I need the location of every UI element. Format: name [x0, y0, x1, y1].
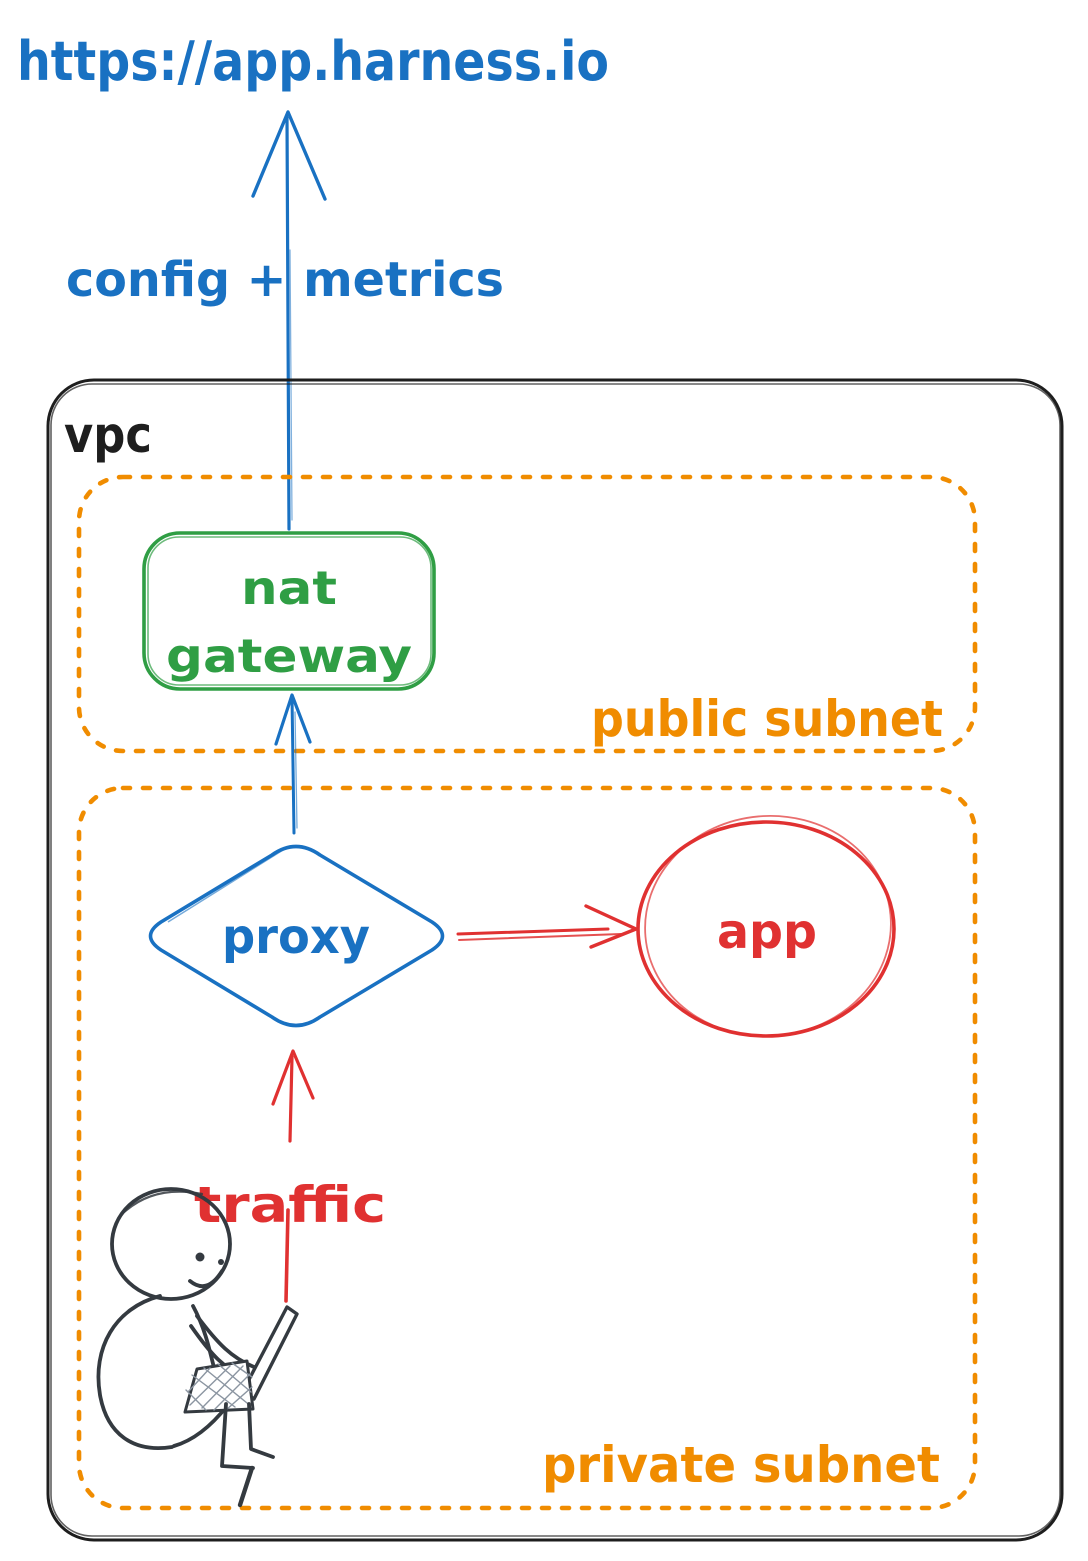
app-circle-border-echo: [644, 814, 892, 1038]
nat-gateway-node: [142, 531, 436, 691]
person-leg-near: [220, 1402, 255, 1470]
edge-proxy-to-nat-arrowhead: [274, 693, 312, 746]
person-smile: [188, 1269, 224, 1289]
edge-proxy-to-app-shaft: [456, 927, 610, 936]
edge-nat-to-saas: [251, 110, 327, 531]
nat-gateway-border-echo: [147, 536, 432, 686]
private-subnet-border: [76, 785, 978, 1511]
edge-proxy-to-nat-shaft-echo: [294, 711, 298, 829]
vpc-container: [46, 378, 1064, 1542]
edge-proxy-to-nat-shaft: [290, 695, 296, 835]
vpc-border-echo: [50, 383, 1061, 1537]
nat-gateway-border: [142, 531, 436, 691]
edge-nat-to-saas-arrowhead: [251, 110, 327, 201]
person-shin: [237, 1465, 255, 1508]
person-eye: [195, 1252, 205, 1262]
private-subnet-label: private subnet: [542, 1436, 940, 1494]
edge-nat-to-saas-shaft: [285, 116, 291, 531]
edge-traffic-label: traffic: [194, 1176, 386, 1234]
proxy-label: proxy: [222, 909, 370, 965]
person-figure: [96, 1187, 299, 1508]
edge-proxy-to-nat: [274, 693, 312, 835]
edge-user-to-proxy-shaft-upper: [288, 1055, 294, 1143]
external-endpoint-label: https://app.harness.io: [17, 30, 609, 93]
nat-gateway-label-line2: gateway: [166, 629, 412, 683]
person-body: [96, 1294, 174, 1450]
edge-config-metrics-label: config + metrics: [66, 252, 504, 308]
edge-user-to-proxy: [271, 1049, 315, 1303]
edge-user-to-proxy-arrowhead: [271, 1049, 315, 1106]
proxy-diamond-border: [148, 844, 445, 1028]
edge-proxy-to-app: [456, 904, 638, 949]
app-node: [636, 814, 896, 1038]
nat-gateway-label-line1: nat: [241, 561, 337, 615]
vpc-border: [46, 378, 1064, 1542]
edge-nat-to-saas-shaft-echo: [289, 249, 293, 521]
person-head-echo: [118, 1190, 204, 1218]
person-nose: [218, 1259, 224, 1265]
person-leg-far: [247, 1402, 275, 1459]
laptop-keyboard-crosshatch: [185, 1362, 253, 1411]
vpc-label: vpc: [64, 406, 152, 464]
edge-proxy-to-app-arrowhead: [584, 904, 638, 949]
laptop-screen: [241, 1305, 299, 1401]
edge-proxy-to-app-shaft-echo: [458, 933, 622, 941]
edge-user-to-proxy-shaft-lower: [284, 1208, 290, 1303]
proxy-diamond-border-echo: [167, 849, 284, 923]
public-subnet-label: public subnet: [591, 690, 943, 748]
public-subnet-border: [76, 474, 978, 754]
person-head: [110, 1187, 232, 1301]
proxy-node: [148, 844, 445, 1028]
app-label: app: [717, 904, 817, 960]
